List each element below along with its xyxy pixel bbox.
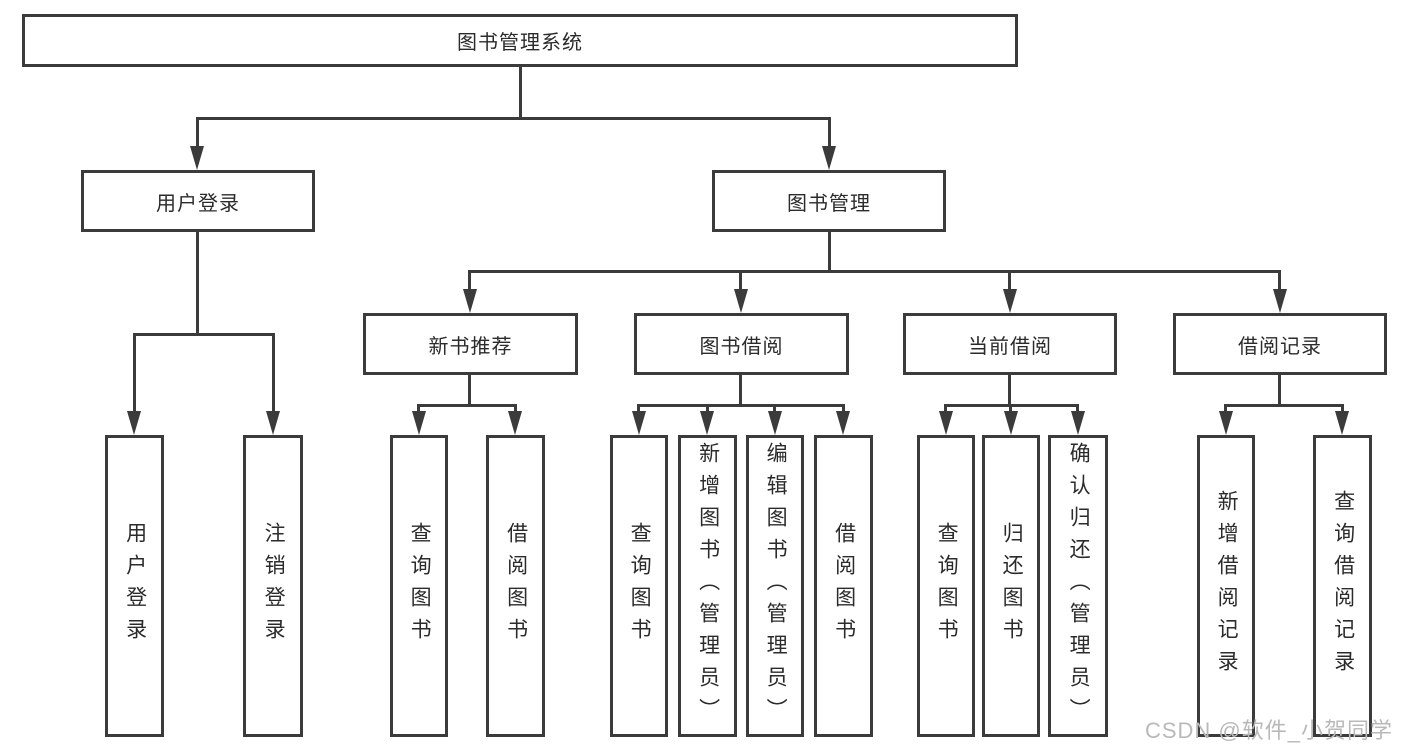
connector-line [1341,404,1344,416]
connector-line [133,333,136,413]
arrow-down-icon [463,289,477,313]
connector-line [1278,375,1281,407]
arrow-down-icon [1004,411,1018,435]
arrow-down-icon [1071,411,1085,435]
connector-line [706,404,709,416]
leaf-query-books-borrowing: 查询图书 [610,435,668,737]
connector-line [1008,270,1011,292]
connector-line [739,375,742,407]
connector-line [272,333,275,413]
arrow-down-icon [700,411,714,435]
connector-line [842,404,845,416]
node-root: 图书管理系统 [22,14,1018,67]
leaf-add-book-admin: 新增图书（管理员） [678,435,737,737]
connector-line [773,404,776,416]
connector-line [1076,404,1079,416]
connector-line [637,404,845,407]
watermark: CSDN @软件_小贺同学 [1144,718,1393,743]
leaf-edit-book-admin: 编辑图书（管理员） [746,435,804,737]
node-book-borrowing: 图书借阅 [634,313,849,375]
connector-line [514,404,517,416]
leaf-user-login: 用户登录 [105,435,164,737]
connector-line [468,270,1281,273]
leaf-confirm-return-admin: 确认归还（管理员） [1048,435,1108,737]
connector-line [417,404,517,407]
arrow-down-icon [1335,411,1349,435]
connector-line [1224,404,1227,416]
arrow-down-icon [632,411,646,435]
connector-line [1278,270,1281,292]
connector-line [944,404,947,416]
leaf-return-books: 归还图书 [982,435,1040,737]
node-borrow-records: 借阅记录 [1173,313,1387,375]
connector-line [468,270,471,292]
leaf-add-borrow-record: 新增借阅记录 [1197,435,1255,737]
connector-line [196,117,830,120]
connector-line [1008,375,1011,407]
arrow-down-icon [836,411,850,435]
connector-line [739,270,742,292]
arrow-down-icon [939,411,953,435]
connector-line [196,232,199,336]
leaf-borrow-books-borrowing: 借阅图书 [814,435,873,737]
connector-line [519,67,522,120]
connector-line [1009,404,1012,416]
arrow-down-icon [822,146,836,170]
arrow-down-icon [508,411,522,435]
connector-line [417,404,420,416]
connector-line [828,232,831,273]
leaf-borrow-books-newbooks: 借阅图书 [486,435,545,737]
connector-line [133,333,275,336]
arrow-down-icon [266,411,280,435]
connector-line [1224,404,1344,407]
arrow-down-icon [127,411,141,435]
node-user-login: 用户登录 [81,170,315,232]
arrow-down-icon [768,411,782,435]
leaf-logout: 注销登录 [243,435,303,737]
node-book-management: 图书管理 [712,170,946,232]
node-new-books: 新书推荐 [363,313,578,375]
arrow-down-icon [1219,411,1233,435]
arrow-down-icon [1003,289,1017,313]
connector-line [468,375,471,407]
arrow-down-icon [734,289,748,313]
connector-line [196,117,199,147]
leaf-query-borrow-record: 查询借阅记录 [1313,435,1372,737]
connector-line [637,404,640,416]
leaf-query-books-current: 查询图书 [917,435,975,737]
leaf-query-books-newbooks: 查询图书 [390,435,448,737]
connector-line [828,117,831,147]
arrow-down-icon [1273,289,1287,313]
arrow-down-icon [412,411,426,435]
arrow-down-icon [190,146,204,170]
node-current-borrowing: 当前借阅 [903,313,1117,375]
